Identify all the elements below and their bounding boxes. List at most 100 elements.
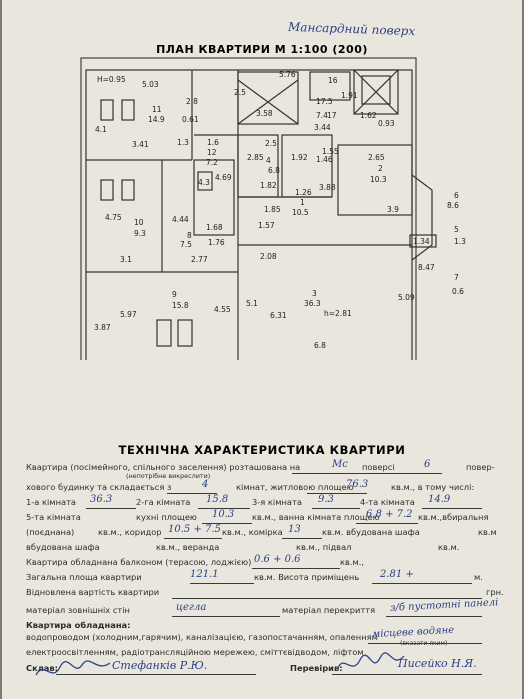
plan-label: 1.92 xyxy=(291,153,308,162)
plan-label: 9 xyxy=(172,290,177,299)
plan-label: 7.5 xyxy=(180,240,192,249)
label: Квартира обладнана балконом (терасою, ло… xyxy=(26,557,252,567)
plan-label: 10.5 xyxy=(292,208,309,217)
label: матеріал перекриття xyxy=(282,605,376,615)
label: (поєднана) xyxy=(26,527,75,537)
plan-label: 2.8 xyxy=(186,97,198,106)
plan-title: ПЛАН КВАРТИРИ М 1:100 (200) xyxy=(156,43,368,56)
plan-label: Н=0.95 xyxy=(97,75,126,84)
plan-label: 1.3 xyxy=(177,138,189,147)
fill-line xyxy=(172,616,280,617)
plan-label: 6 xyxy=(454,191,459,200)
label: м. xyxy=(474,572,483,582)
fill-line xyxy=(252,568,340,569)
label: кв.м., в тому числі: xyxy=(391,482,475,492)
plan-label: 4 xyxy=(266,156,271,165)
bathroom-value: 6.8 + 7.2 xyxy=(366,509,413,520)
compiled-by-value: Стефанків Р.Ю. xyxy=(112,659,208,672)
floor-value: Мс xyxy=(332,459,348,470)
fill-line xyxy=(386,616,482,617)
label: 2-га кімната xyxy=(136,497,191,507)
plan-label: 1.3 xyxy=(454,237,466,246)
fill-line xyxy=(332,674,482,675)
checked-by-value: Писейко Н.Я. xyxy=(398,657,477,670)
fill-line xyxy=(307,493,367,494)
room4-value: 14.9 xyxy=(428,494,451,505)
plan-label: 2.77 xyxy=(191,255,208,264)
label: електроосвітленням, радіотрансляційною м… xyxy=(26,647,364,657)
label: 4-та кімната xyxy=(360,497,415,507)
plan-label: 1.6 xyxy=(207,138,219,147)
living-area-value: 76.3 xyxy=(346,479,369,490)
plan-label: 14.9 xyxy=(148,115,165,124)
plan-label: 15.8 xyxy=(172,301,189,310)
label: кв.м., xyxy=(340,557,365,567)
plan-label: 6.8 xyxy=(314,341,326,350)
label: кухні площею xyxy=(136,512,197,522)
label: кв.м., веранда xyxy=(156,542,220,552)
fill-line xyxy=(86,508,136,509)
label: кв.м., ванна кімната площею xyxy=(252,512,380,522)
note: (непотрібне викреслити) xyxy=(126,472,211,480)
floors-value: 6 xyxy=(424,459,431,470)
plan-label: 1.68 xyxy=(206,223,223,232)
fill-line xyxy=(198,508,250,509)
plan-label: 17.5 xyxy=(316,97,333,106)
signature xyxy=(35,660,111,676)
fill-line xyxy=(164,538,222,539)
label: Склав: xyxy=(26,663,58,673)
plan-label: h=2.81 xyxy=(324,309,352,318)
plan-label: 0.61 xyxy=(182,115,199,124)
plan-label: 3.44 xyxy=(314,123,331,132)
plan-label: 3.41 xyxy=(132,140,149,149)
room1-value: 36.3 xyxy=(90,494,113,505)
ceilings-value: з/б пустотні панелі xyxy=(389,597,499,614)
plan-label: 17 xyxy=(327,111,337,120)
plan-label: 2.65 xyxy=(368,153,385,162)
plan-label: 5 xyxy=(454,225,459,234)
total-area-value: 121.1 xyxy=(190,569,219,580)
label: Перевірив: xyxy=(290,663,343,673)
plan-label: 4.44 xyxy=(172,215,189,224)
plan-label: 36.3 xyxy=(304,299,321,308)
balcony-value: 0.6 + 0.6 xyxy=(254,554,301,565)
plan-label: 10 xyxy=(134,218,144,227)
fill-line xyxy=(167,493,217,494)
height-value: 2.81 + xyxy=(380,569,414,580)
plan-label: 4.55 xyxy=(214,305,231,314)
label: кв.м.,вбиральня xyxy=(418,512,489,522)
plan-label: 1.46 xyxy=(316,155,333,164)
label: кв.м xyxy=(478,527,497,537)
label: Квартира обладнана: xyxy=(26,620,131,630)
plan-label: 12 xyxy=(207,148,217,157)
plan-label: 7.2 xyxy=(206,158,218,167)
label: кв.м., комірка xyxy=(222,527,283,537)
plan-label: 8.6 xyxy=(447,201,459,210)
pantry-value: 13 xyxy=(288,524,301,535)
fill-line xyxy=(282,538,322,539)
room3-value: 9.3 xyxy=(318,494,334,505)
kitchen-value: 10.3 xyxy=(212,509,235,520)
plan-label: 2.5 xyxy=(265,139,277,148)
plan-label: 1 xyxy=(300,198,305,207)
room2-value: 15.8 xyxy=(206,494,229,505)
plan-label: 3.9 xyxy=(387,205,399,214)
tech-title: ТЕХНІЧНА ХАРАКТЕРИСТИКА КВАРТИРИ xyxy=(118,443,406,457)
plan-label: 2.5 xyxy=(234,88,246,97)
label: кв.м., коридор xyxy=(98,527,162,537)
plan-label: 5.03 xyxy=(142,80,159,89)
label: кв.м. Висота приміщень xyxy=(254,572,360,582)
plan-label: 0.6 xyxy=(452,287,464,296)
plan-label: 1.26 xyxy=(295,188,312,197)
plan-label: 16 xyxy=(328,76,338,85)
plan-label: 1.82 xyxy=(260,181,277,190)
fill-line xyxy=(372,583,472,584)
walls-value: цегла xyxy=(176,602,207,613)
fill-line xyxy=(202,523,252,524)
label: кв.м. вбудована шафа xyxy=(322,527,420,537)
label: кімнат, житловою площею xyxy=(236,482,354,492)
plan-label: 7 xyxy=(454,273,459,282)
plan-label: 10.3 xyxy=(370,175,387,184)
plan-label: 2.08 xyxy=(260,252,277,261)
plan-label: 8.47 xyxy=(418,263,435,272)
